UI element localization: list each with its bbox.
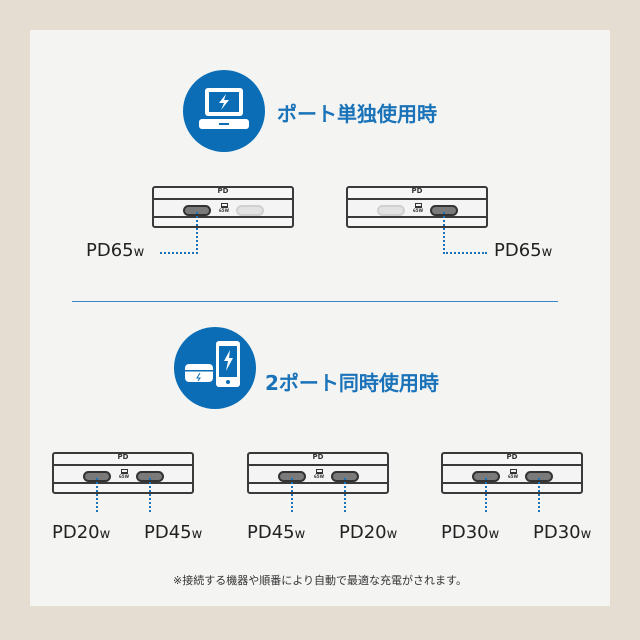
connector-line: [443, 212, 445, 254]
power-bank-device: PD 65W: [441, 452, 583, 494]
laptop-mini-icon: 65W: [412, 203, 424, 213]
power-bank-device: PD 65W: [346, 186, 488, 228]
output-label-right: PD45w: [144, 522, 203, 543]
section-title-single: ポート単独使用時: [277, 102, 437, 126]
output-label: PD65w: [86, 240, 145, 261]
connector-line: [443, 252, 487, 254]
laptop-mini-icon: 65W: [118, 469, 130, 479]
section-divider: [72, 301, 558, 302]
connector-line: [291, 478, 293, 512]
usb-c-port-inactive: [377, 205, 405, 216]
output-label-right: PD30w: [533, 522, 592, 543]
connector-line: [160, 252, 198, 254]
pd-label: PD: [117, 453, 129, 461]
pd-label: PD: [312, 453, 324, 461]
output-label-left: PD20w: [52, 522, 111, 543]
phone-earbuds-charging-icon: [174, 327, 256, 409]
connector-line: [538, 478, 540, 512]
output-label-left: PD30w: [441, 522, 500, 543]
connector-line: [96, 478, 98, 512]
output-label-right: PD20w: [339, 522, 398, 543]
pd-label: PD: [217, 187, 229, 195]
infographic-panel: [30, 30, 610, 606]
connector-line: [196, 212, 198, 254]
connector-line: [485, 478, 487, 512]
laptop-mini-icon: 65W: [218, 203, 230, 213]
output-label-left: PD45w: [247, 522, 306, 543]
laptop-mini-icon: 65W: [507, 469, 519, 479]
power-bank-device: PD 65W: [247, 452, 389, 494]
connector-line: [149, 478, 151, 512]
pd-label: PD: [411, 187, 423, 195]
footnote: ※接続する機器や順番により自動で最適な充電がされます。: [173, 574, 467, 587]
pd-label: PD: [506, 453, 518, 461]
connector-line: [344, 478, 346, 512]
laptop-mini-icon: 65W: [313, 469, 325, 479]
usb-c-port-inactive: [236, 205, 264, 216]
section-title-dual: 2ポート同時使用時: [265, 371, 439, 395]
output-label: PD65w: [494, 240, 553, 261]
laptop-charging-icon: [183, 70, 265, 152]
power-bank-device: PD 65W: [152, 186, 294, 228]
power-bank-device: PD 65W: [52, 452, 194, 494]
